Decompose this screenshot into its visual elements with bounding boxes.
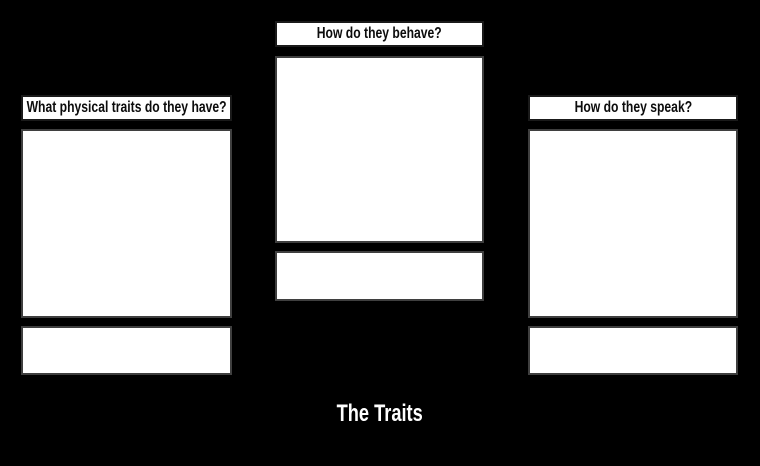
speech-main-cell[interactable] bbox=[528, 129, 738, 318]
column-speech: How do they speak? bbox=[528, 95, 738, 375]
behavior-caption-cell[interactable] bbox=[275, 251, 484, 301]
organizer-title-label: The Traits bbox=[336, 400, 424, 427]
behavior-main-cell[interactable] bbox=[275, 56, 484, 243]
physical-traits-header-label: What physical traits do they have? bbox=[26, 99, 227, 116]
column-physical-traits: What physical traits do they have? bbox=[21, 95, 232, 375]
speech-header: How do they speak? bbox=[528, 95, 738, 121]
behavior-header-label: How do they behave? bbox=[317, 25, 442, 42]
speech-header-label: How do they speak? bbox=[574, 99, 692, 116]
behavior-header: How do they behave? bbox=[275, 21, 484, 47]
physical-traits-header: What physical traits do they have? bbox=[21, 95, 232, 121]
physical-traits-main-cell[interactable] bbox=[21, 129, 232, 318]
speech-caption-cell[interactable] bbox=[528, 326, 738, 375]
physical-traits-caption-cell[interactable] bbox=[21, 326, 232, 375]
column-behavior: How do they behave? bbox=[275, 21, 484, 301]
organizer-title: The Traits bbox=[0, 400, 760, 428]
